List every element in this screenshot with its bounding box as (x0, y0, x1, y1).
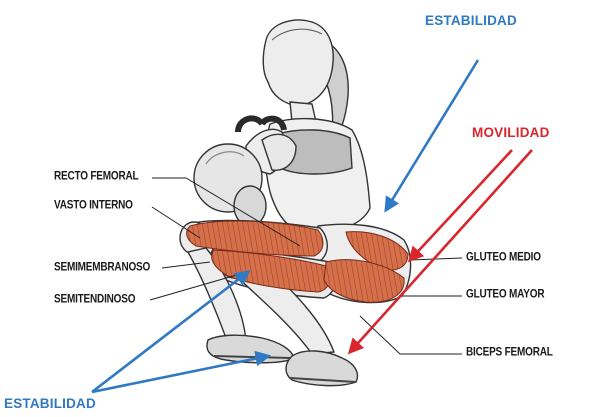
label-gluteo-medio: GLUTEO MEDIO (466, 251, 541, 264)
label-recto-femoral: RECTO FEMORAL (54, 170, 138, 183)
label-gluteo-mayor: GLUTEO MAYOR (466, 288, 544, 301)
label-vasto-interno: VASTO INTERNO (54, 199, 133, 212)
arrow-mobility-upper (410, 150, 512, 260)
label-biceps-femoral: BICEPS FEMORAL (466, 346, 553, 359)
label-semimembranoso: SEMIMEMBRANOSO (54, 261, 150, 274)
head (263, 20, 333, 106)
stability-top-label: ESTABILIDAD (425, 13, 517, 28)
stability-bottom-label: ESTABILIDAD (4, 396, 96, 411)
arrow-stability-top (386, 60, 478, 210)
mobility-label: MOVILIDAD (472, 125, 550, 140)
arrow-stability-foot (92, 356, 268, 392)
leader-biceps-femoral (360, 316, 462, 354)
label-semitendinoso: SEMITENDINOSO (54, 293, 135, 306)
